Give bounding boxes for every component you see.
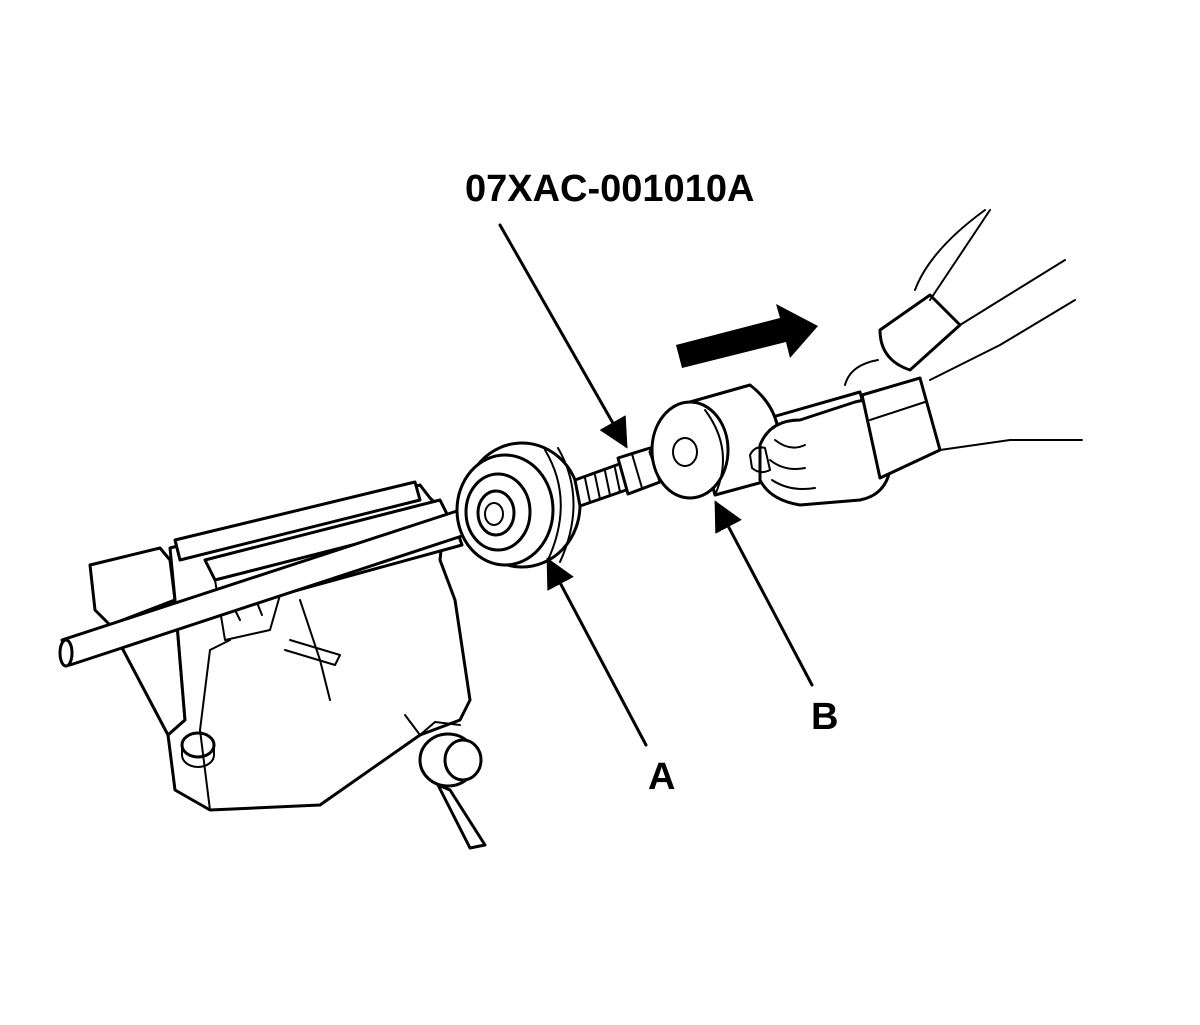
gloved-hand [749, 209, 1083, 507]
leader-line-b [714, 500, 814, 687]
threaded-adapter [573, 446, 662, 508]
part-b-slide-hammer [650, 383, 781, 500]
leader-line-tool [498, 223, 628, 449]
part-b-label: B [811, 696, 839, 738]
part-a-joint [455, 441, 582, 569]
leader-line-a [546, 557, 648, 747]
tool-number-label: 07XAC-001010A [465, 168, 755, 210]
part-a-label: A [648, 756, 676, 798]
pull-direction-arrow [676, 304, 818, 368]
